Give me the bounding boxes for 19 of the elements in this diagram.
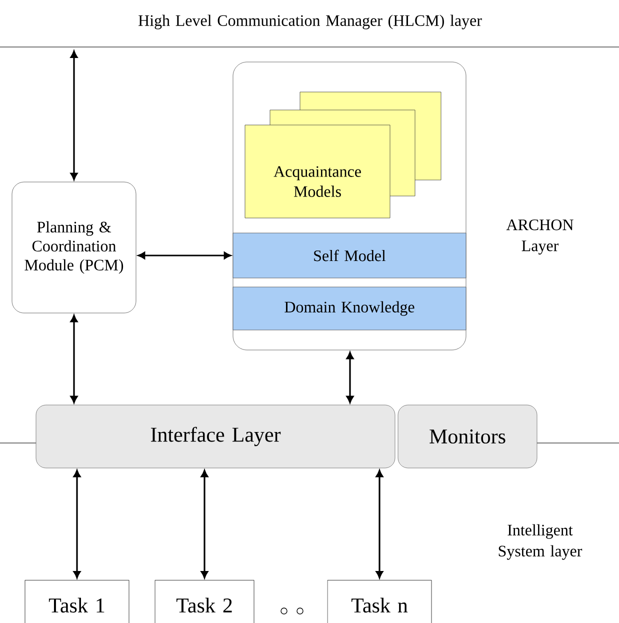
arrow: [376, 470, 384, 578]
arrow: [138, 252, 232, 260]
knowledge-band: Domain Knowledge: [232, 286, 466, 330]
arrow: [346, 352, 354, 404]
layer-label: High Level Communication Manager (HLCM) layer: [138, 14, 482, 30]
task-box: Task n: [327, 580, 432, 623]
task-box: Task 1: [24, 580, 130, 623]
layer-box: Interface Layer: [36, 404, 396, 468]
layer-label: Intelligent System layer: [498, 524, 582, 560]
model-page: Acquaintance Models: [244, 124, 390, 218]
arrow: [73, 470, 81, 578]
model-band: Self Model: [232, 232, 466, 278]
arrow: [70, 314, 78, 404]
module-box: Planning & Coordination Module (PCM): [12, 182, 136, 314]
arrow: [200, 470, 208, 578]
task-box: Task 2: [154, 580, 254, 623]
arrow: [70, 50, 78, 180]
monitor-box: Monitors: [398, 404, 538, 468]
layer-label: ARCHON Layer: [506, 219, 574, 255]
